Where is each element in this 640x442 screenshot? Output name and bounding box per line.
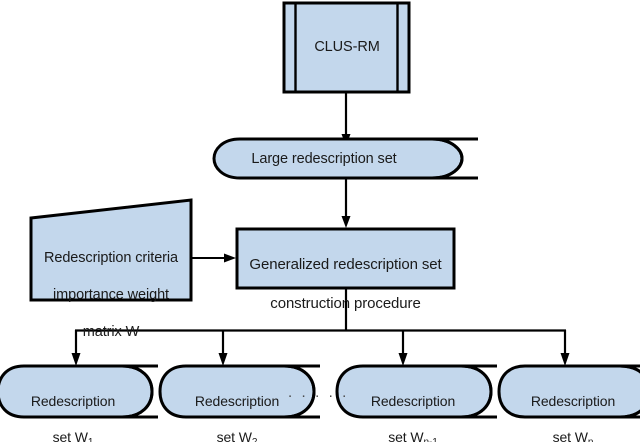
outputs-ellipsis: . . . . .: [288, 384, 349, 401]
node-output-set-n-minus-1[interactable]: [335, 364, 497, 419]
node-large-redescription-set[interactable]: [212, 137, 478, 180]
node-clus-rm[interactable]: [282, 1, 411, 94]
node-output-set-2[interactable]: [158, 364, 320, 419]
node-output-set-1[interactable]: [0, 364, 158, 419]
connector-procedure-to-outputs: [71, 288, 570, 366]
node-construction-procedure[interactable]: [235, 227, 456, 290]
connector-largeset-to-procedure: [341, 178, 351, 228]
node-output-set-n[interactable]: [497, 364, 640, 419]
connector-criteria-to-procedure: [191, 253, 236, 263]
node-redescription-criteria[interactable]: [29, 198, 193, 302]
